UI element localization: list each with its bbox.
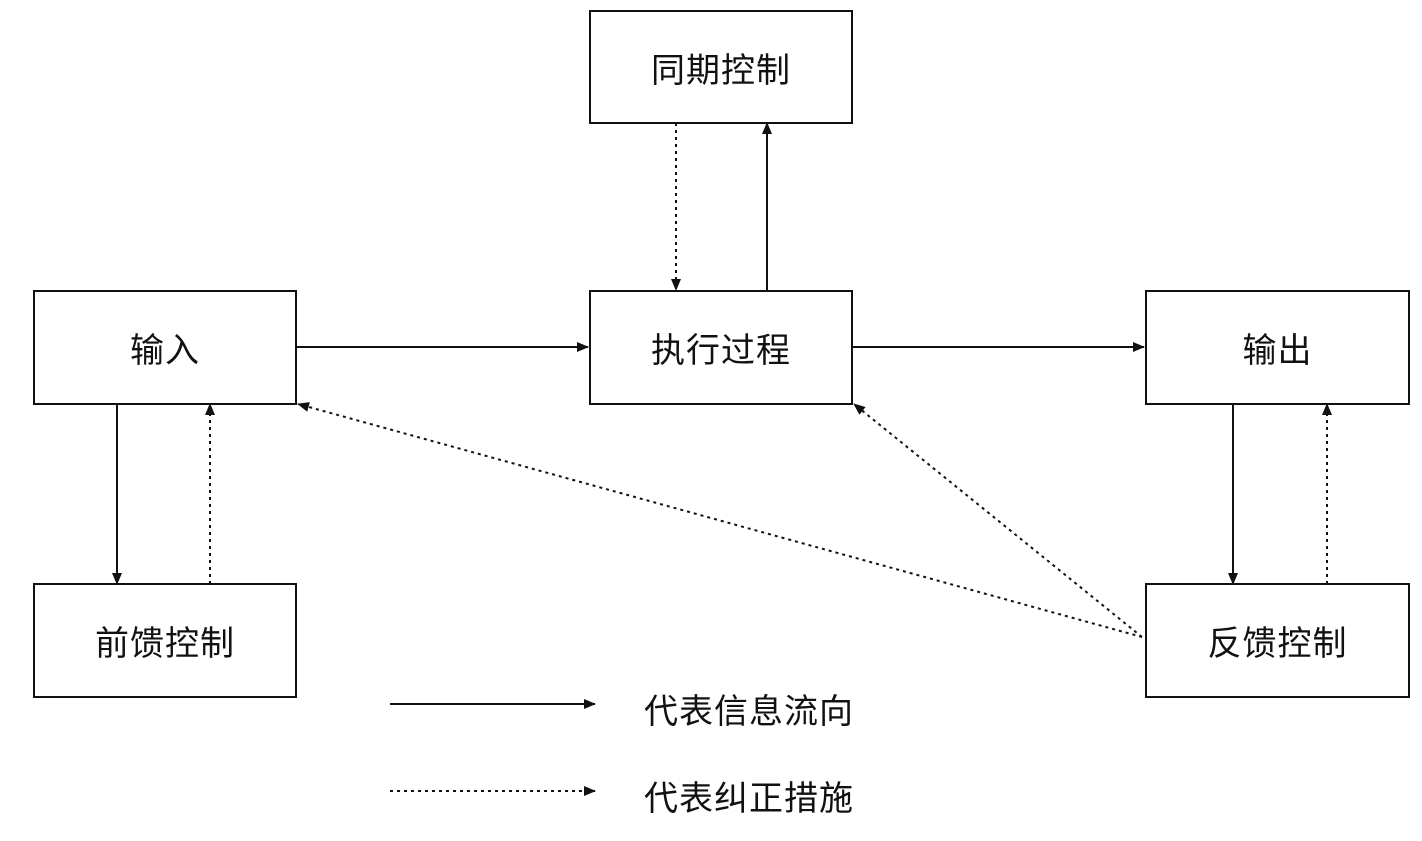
- legend-dotted-label: 代表纠正措施: [644, 779, 854, 819]
- node-output: 输出: [1145, 290, 1410, 405]
- node-feedback-control: 反馈控制: [1145, 583, 1410, 698]
- node-feedback-control-label: 反馈控制: [1207, 624, 1348, 664]
- node-process: 执行过程: [589, 290, 853, 405]
- node-sync-control-label: 同期控制: [651, 50, 791, 91]
- node-feedforward-control-label: 前馈控制: [95, 624, 235, 664]
- arrow-feedback-to-process: [853, 403, 1143, 638]
- arrow-feedback-to-input: [297, 402, 1143, 638]
- node-output-label: 输出: [1242, 331, 1313, 371]
- node-input-label: 输入: [130, 331, 200, 371]
- node-feedforward-control: 前馈控制: [33, 583, 297, 698]
- node-input: 输入: [33, 290, 297, 405]
- legend-solid-label: 代表信息流向: [644, 692, 854, 732]
- node-sync-control: 同期控制: [589, 10, 853, 124]
- node-process-label: 执行过程: [651, 331, 791, 371]
